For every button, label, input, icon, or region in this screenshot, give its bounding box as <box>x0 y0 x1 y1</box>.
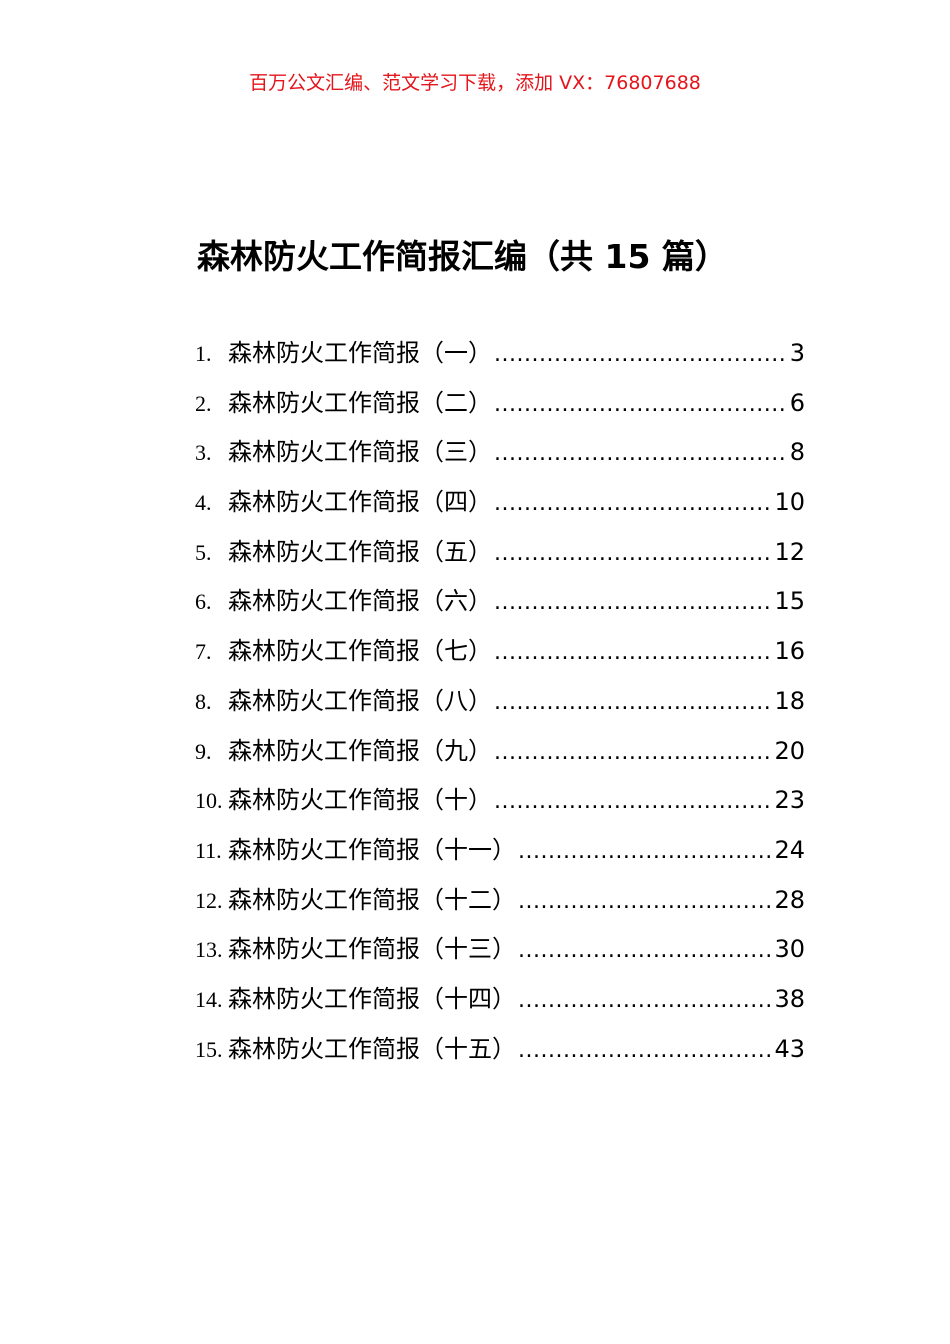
toc-entry-title: 森林防火工作简报（一） <box>228 339 492 367</box>
toc-entry-title: 森林防火工作简报（七） <box>228 637 492 666</box>
toc-entry-page: 6 <box>789 388 805 417</box>
toc-entry-page: 20 <box>774 736 805 765</box>
toc-dot-leader <box>494 392 788 417</box>
toc-entry-page: 18 <box>774 686 805 715</box>
toc-entry-title: 森林防火工作简报（三） <box>228 438 492 467</box>
toc-entry-page: 30 <box>774 935 805 964</box>
toc-entry-title: 森林防火工作简报（十四） <box>228 984 516 1013</box>
toc-entry-number: 5. <box>195 539 212 565</box>
table-of-contents: 1. 森林防火工作简报（一） 3 2. 森林防火工作简报（二） 6 3. 森林防… <box>195 333 805 1078</box>
toc-dot-leader <box>494 590 772 615</box>
toc-entry-number: 3. <box>195 440 212 466</box>
toc-entry-page: 10 <box>774 488 805 517</box>
toc-dot-leader <box>494 441 788 466</box>
toc-entry-title: 森林防火工作简报（八） <box>228 686 492 715</box>
toc-entry-number: 8. <box>195 688 212 714</box>
toc-entry[interactable]: 13. 森林防火工作简报（十三） 30 <box>195 929 805 979</box>
toc-entry-page: 3 <box>789 339 805 367</box>
toc-entry[interactable]: 10. 森林防火工作简报（十） 23 <box>195 780 805 830</box>
toc-entry[interactable]: 2. 森林防火工作简报（二） 6 <box>195 383 805 433</box>
toc-entry-page: 28 <box>774 885 805 914</box>
toc-entry[interactable]: 3. 森林防火工作简报（三） 8 <box>195 432 805 482</box>
toc-entry-title: 森林防火工作简报（五） <box>228 537 492 566</box>
toc-entry-number: 15. <box>195 1036 223 1062</box>
toc-entry[interactable]: 8. 森林防火工作简报（八） 18 <box>195 681 805 731</box>
toc-entry-title: 森林防火工作简报（十三） <box>228 935 516 964</box>
header-watermark-note: 百万公文汇编、范文学习下载，添加 VX：76807688 <box>249 72 701 94</box>
toc-entry-number: 11. <box>195 837 222 863</box>
toc-entry-title: 森林防火工作简报（四） <box>228 488 492 517</box>
toc-entry-title: 森林防火工作简报（九） <box>228 736 492 765</box>
toc-entry-number: 14. <box>195 986 223 1012</box>
toc-entry[interactable]: 12. 森林防火工作简报（十二） 28 <box>195 880 805 930</box>
toc-entry-page: 43 <box>774 1034 805 1063</box>
toc-entry[interactable]: 4. 森林防火工作简报（四） 10 <box>195 482 805 532</box>
toc-entry-title: 森林防火工作简报（十） <box>228 786 492 815</box>
toc-entry-number: 7. <box>195 639 212 665</box>
toc-entry-page: 24 <box>774 835 805 864</box>
toc-entry-number: 6. <box>195 589 212 615</box>
toc-entry[interactable]: 6. 森林防火工作简报（六） 15 <box>195 581 805 631</box>
toc-entry-page: 8 <box>789 438 805 467</box>
toc-entry[interactable]: 14. 森林防火工作简报（十四） 38 <box>195 979 805 1029</box>
toc-entry-page: 23 <box>774 786 805 815</box>
toc-dot-leader <box>518 889 772 914</box>
toc-entry-page: 15 <box>774 587 805 616</box>
toc-dot-leader <box>494 541 772 566</box>
toc-entry[interactable]: 9. 森林防火工作简报（九） 20 <box>195 731 805 781</box>
toc-entry-title: 森林防火工作简报（二） <box>228 388 492 417</box>
toc-entry-page: 16 <box>774 637 805 666</box>
toc-entry[interactable]: 7. 森林防火工作简报（七） 16 <box>195 631 805 681</box>
toc-entry[interactable]: 15. 森林防火工作简报（十五） 43 <box>195 1029 805 1079</box>
toc-entry-number: 12. <box>195 887 223 913</box>
toc-entry-title: 森林防火工作简报（十二） <box>228 885 516 914</box>
toc-entry[interactable]: 5. 森林防火工作简报（五） 12 <box>195 532 805 582</box>
toc-dot-leader <box>494 740 772 765</box>
document-title: 森林防火工作简报汇编（共 15 篇） <box>197 237 728 276</box>
toc-entry-page: 12 <box>774 537 805 566</box>
toc-dot-leader <box>494 491 772 516</box>
toc-dot-leader <box>518 1038 772 1063</box>
toc-dot-leader <box>494 342 788 367</box>
toc-dot-leader <box>518 988 772 1013</box>
toc-dot-leader <box>494 690 772 715</box>
toc-entry-number: 13. <box>195 937 223 963</box>
toc-entry-title: 森林防火工作简报（十五） <box>228 1034 516 1063</box>
toc-dot-leader <box>494 789 772 814</box>
toc-entry[interactable]: 1. 森林防火工作简报（一） 3 <box>195 333 805 383</box>
toc-dot-leader <box>494 640 772 665</box>
toc-entry-number: 2. <box>195 390 212 416</box>
toc-entry-title: 森林防火工作简报（十一） <box>228 835 516 864</box>
toc-entry-page: 38 <box>774 984 805 1013</box>
toc-entry-title: 森林防火工作简报（六） <box>228 587 492 616</box>
toc-entry-number: 10. <box>195 788 223 814</box>
toc-dot-leader <box>518 839 772 864</box>
toc-entry-number: 1. <box>195 341 212 366</box>
toc-entry-number: 9. <box>195 738 212 764</box>
toc-entry[interactable]: 11. 森林防火工作简报（十一） 24 <box>195 830 805 880</box>
toc-dot-leader <box>518 938 772 963</box>
toc-entry-number: 4. <box>195 490 212 516</box>
